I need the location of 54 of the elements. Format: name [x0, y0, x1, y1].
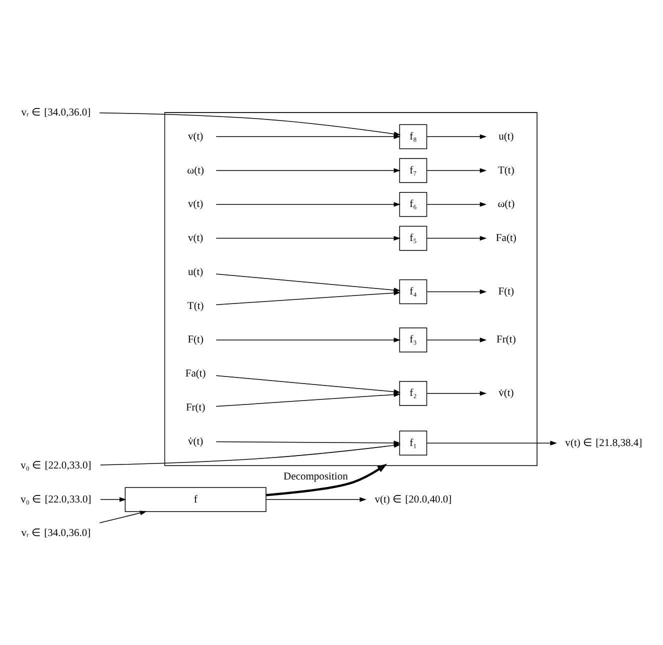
arrow: [100, 496, 126, 502]
node-box: f: [124, 486, 266, 512]
node-text: u(t): [498, 130, 514, 142]
arrow: [426, 440, 557, 445]
arrow: [426, 390, 487, 396]
edge-label: Decomposition: [284, 470, 348, 482]
node-box: f₄: [399, 278, 428, 304]
node-text: v(t): [188, 198, 204, 210]
node-box: f₃: [399, 327, 428, 352]
node-box: f₈: [399, 124, 428, 149]
node-text: F(t): [498, 286, 514, 298]
node-text: Fr(t): [186, 402, 206, 413]
arrow: [216, 202, 401, 206]
node-text: v(t): [188, 130, 204, 142]
node-text: v(t): [188, 232, 204, 244]
node-text: v₀ ∈ [22.0,33.0]: [20, 460, 92, 471]
arrow: [426, 168, 487, 172]
arrow: [216, 134, 401, 139]
node-text: ω(t): [187, 164, 204, 176]
node-text: vᵣ ∈ [34.0,36.0]: [21, 528, 91, 539]
arrow: [426, 337, 487, 342]
node-text: v̇(t): [498, 388, 514, 399]
node-text: u(t): [188, 266, 204, 278]
node-text: F(t): [188, 334, 204, 346]
node-text: T(t): [498, 164, 514, 176]
node-box: f₁: [399, 430, 428, 456]
node-box: f₆: [399, 192, 428, 216]
arrow: [266, 496, 366, 502]
node-text: ω(t): [498, 198, 515, 210]
arrow: [99, 510, 147, 523]
arrow: [216, 235, 401, 240]
node-text: T(t): [187, 300, 204, 312]
node-box: f₅: [399, 225, 428, 250]
node-text: v(t) ∈ [21.8,38.4]: [565, 437, 642, 448]
node-text: v̇(t): [188, 436, 204, 447]
node-box: f₇: [399, 158, 428, 182]
node-text: v₀ ∈ [22.0,33.0]: [20, 494, 92, 505]
node-text: Fa(t): [496, 232, 516, 244]
node-text: Fa(t): [185, 368, 206, 380]
arrow: [216, 392, 401, 406]
node-text: vᵣ ∈ [34.0,36.0]: [21, 106, 91, 118]
arrow: [426, 235, 487, 240]
arrow: [426, 134, 487, 139]
arrow: [216, 168, 401, 172]
arrow: [426, 288, 487, 294]
node-box: f₂: [399, 380, 428, 406]
arrow: [216, 440, 401, 445]
arrow: [426, 202, 487, 206]
node-text: v(t) ∈ [20.0,40.0]: [374, 494, 452, 505]
arrow: [216, 290, 401, 305]
cluster: [164, 112, 538, 466]
arrow: [216, 337, 401, 342]
node-text: Fr(t): [496, 334, 516, 346]
arrow: [266, 463, 388, 496]
